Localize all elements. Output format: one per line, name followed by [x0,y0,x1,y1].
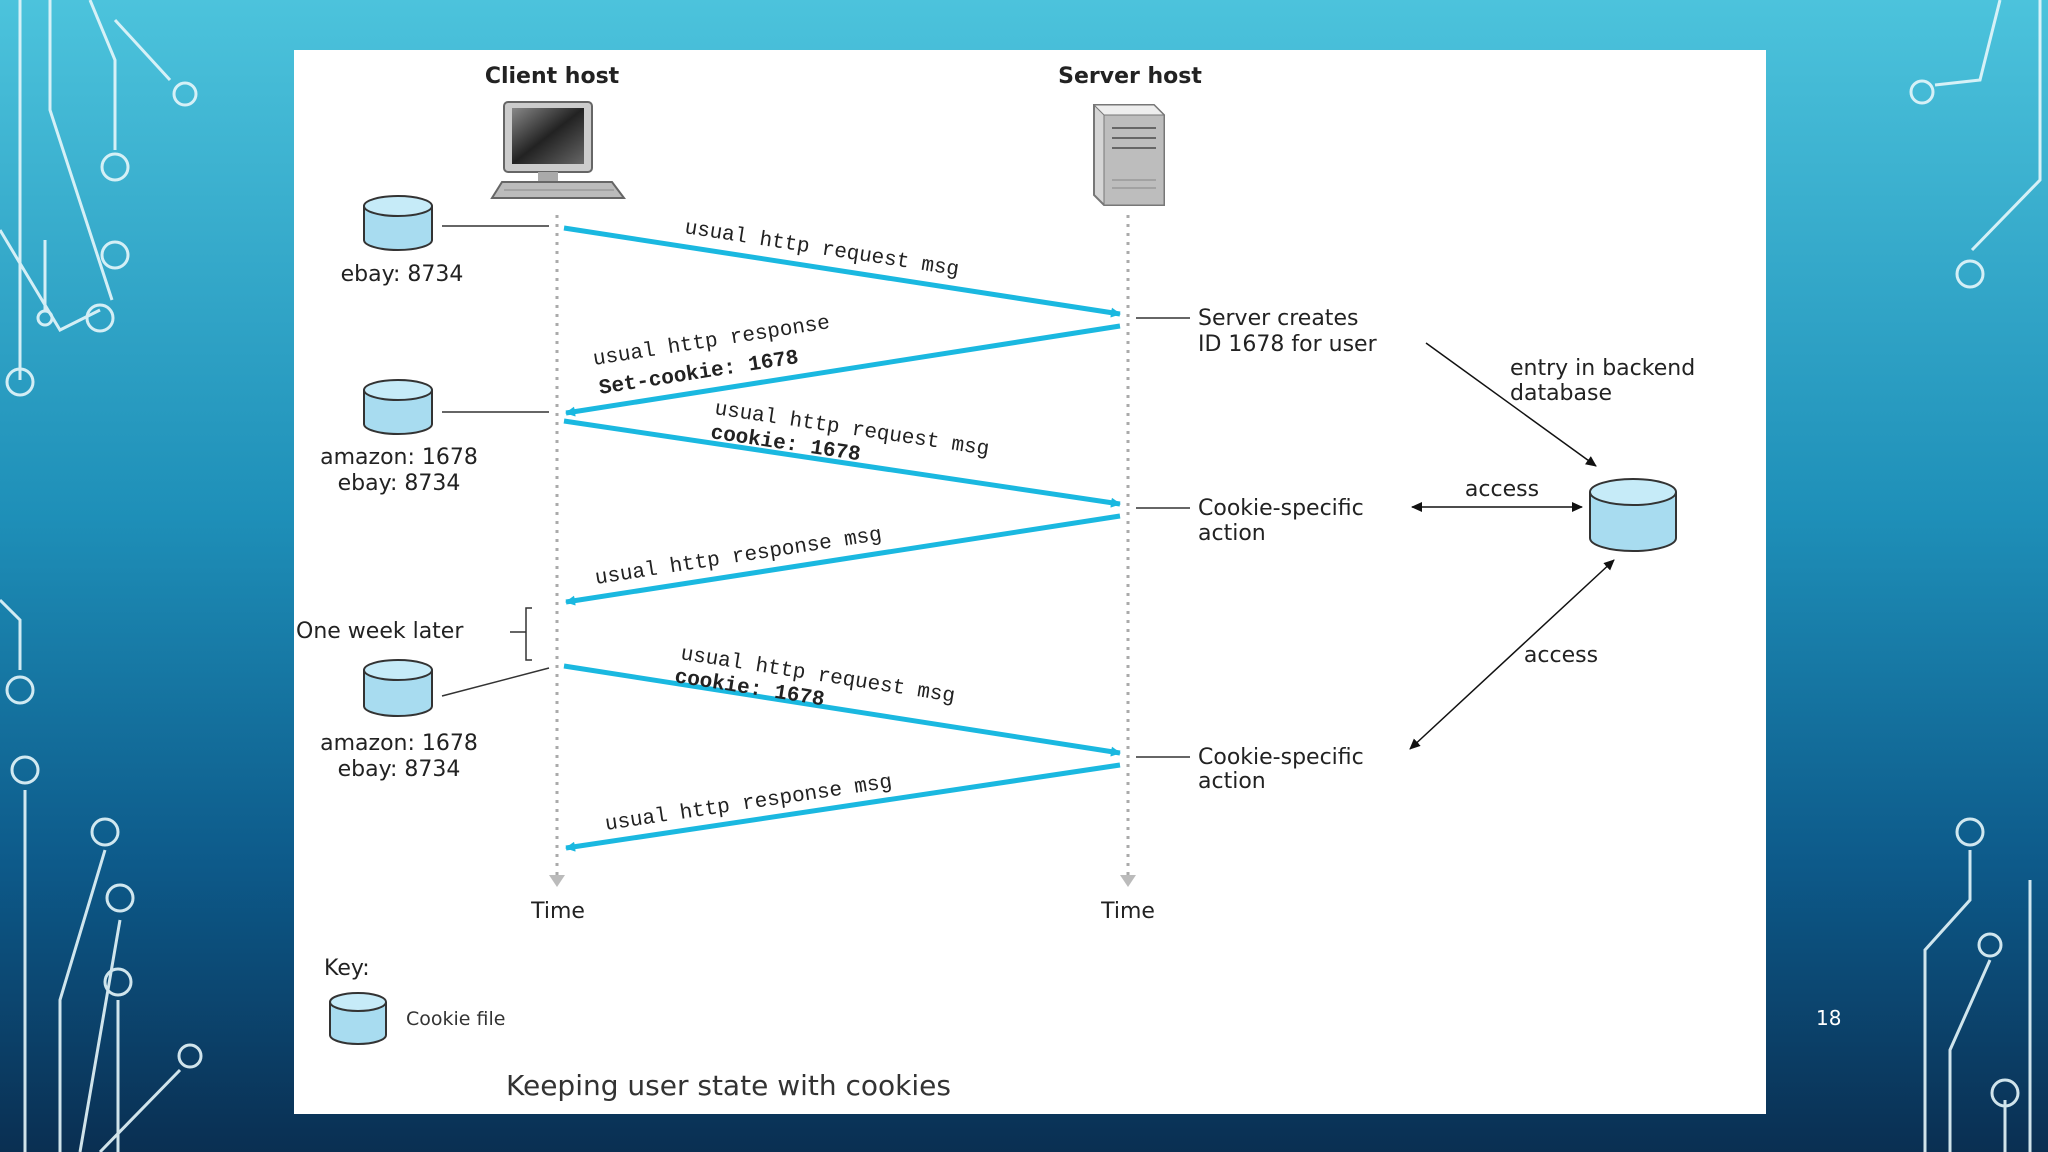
cookie-action-1-line-1: Cookie-specific [1198,496,1364,521]
message-arrow-4 [565,513,1121,606]
cookie-file-3: amazon: 1678 ebay: 8734 [320,659,550,782]
cookie-file-1: ebay: 8734 [341,195,549,287]
message-arrow-1 [563,225,1121,318]
cookie-sequence-diagram: Client host Server host Time Time ebay: … [296,64,1695,1102]
one-week-later-label: One week later [296,619,464,644]
key-cookie-file-icon [329,992,387,1045]
server-tower-icon [1092,104,1166,206]
cookie-action-2-line-1: Cookie-specific [1198,745,1364,770]
diagram-caption: Keeping user state with cookies [506,1069,951,1102]
server-creates-line-1: Server creates [1198,306,1358,331]
cookie-action-1-line-2: action [1198,521,1266,546]
message-1-text: usual http request msg [683,217,961,282]
cookie-file-3-line-1: amazon: 1678 [320,731,478,756]
client-host-label: Client host [485,64,620,89]
access-arrow-2 [1409,559,1615,750]
server-creates-line-2: ID 1678 for user [1198,332,1378,357]
one-week-bracket [525,607,532,661]
access-label-2: access [1524,643,1598,668]
client-computer-icon [490,101,626,199]
backend-database-icon [1589,478,1677,552]
slide-page-number: 18 [1816,1006,1842,1030]
server-host-label: Server host [1058,64,1202,89]
client-time-label: Time [530,899,585,924]
cookie-file-1-line-1: ebay: 8734 [341,262,464,287]
access-label-1: access [1465,477,1539,502]
backend-label-line-2: database [1510,381,1612,406]
cookie-file-2-line-1: amazon: 1678 [320,445,478,470]
cookie-action-2-line-2: action [1198,769,1266,794]
message-arrow-2 [565,323,1121,417]
server-time-label: Time [1100,899,1155,924]
message-arrow-3 [563,418,1121,508]
cookie-file-2-line-2: ebay: 8734 [338,471,461,496]
backend-label-line-1: entry in backend [1510,356,1695,381]
message-arrow-6 [565,762,1121,852]
cookie-file-2: amazon: 1678 ebay: 8734 [320,379,549,496]
key-title: Key: [324,956,370,981]
key-cookie-file-label: Cookie file [406,1008,505,1030]
cookie-file-3-line-2: ebay: 8734 [338,757,461,782]
backend-entry-arrow [1425,342,1597,467]
message-arrow-5 [563,663,1121,757]
